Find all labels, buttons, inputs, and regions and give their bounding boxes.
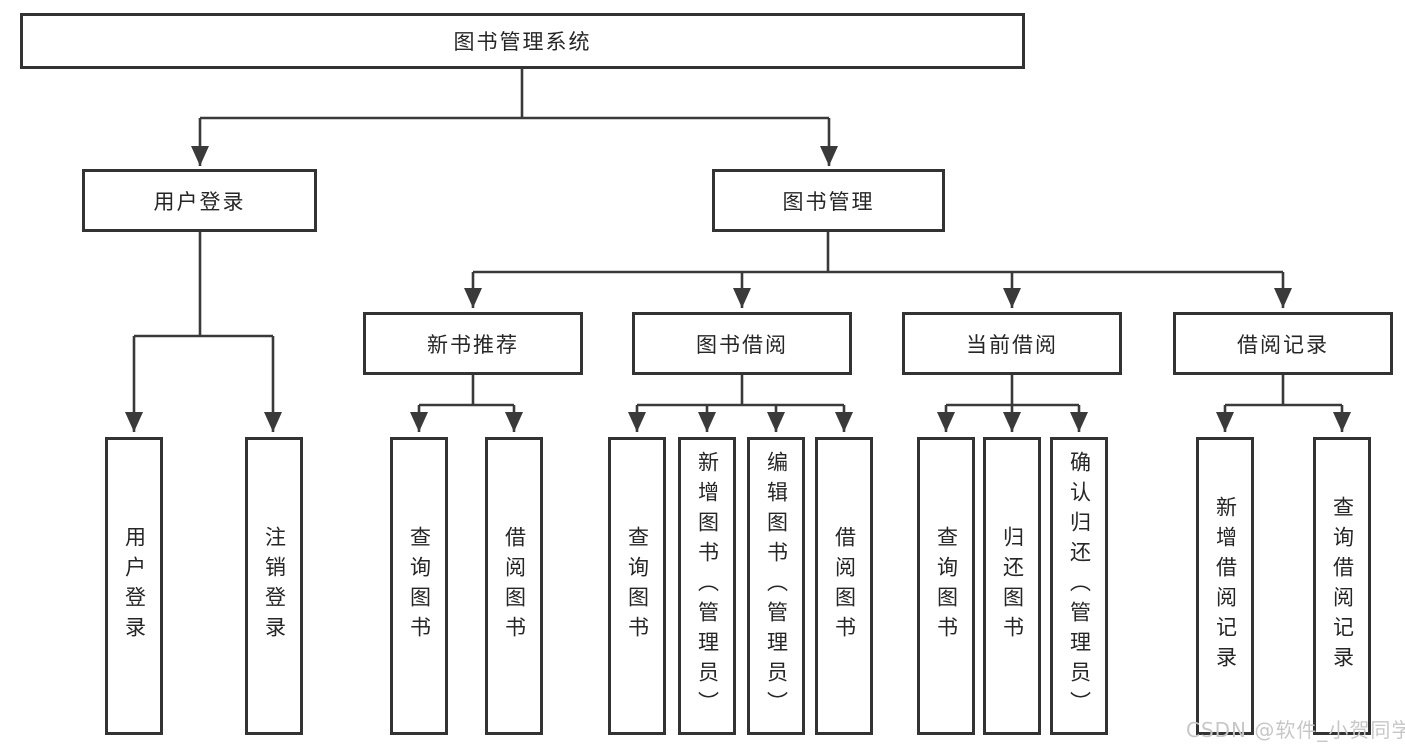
leaf-confirm-return-admin-label: 确认归还（管理员）	[1067, 451, 1092, 721]
leaf-logout-label: 注销登录	[262, 526, 287, 646]
leaf-query-books-recommend-label: 查询图书	[407, 526, 432, 646]
leaf-query-books-borrow-label: 查询图书	[625, 526, 650, 646]
node-root-label: 图书管理系统	[453, 30, 592, 54]
node-root-system: 图书管理系统	[20, 13, 1025, 69]
leaf-query-borrow-record-label: 查询借阅记录	[1330, 496, 1355, 676]
node-borrow-records: 借阅记录	[1173, 312, 1393, 375]
leaf-edit-book-admin: 编辑图书（管理员）	[747, 437, 805, 735]
leaf-query-books-recommend: 查询图书	[390, 437, 448, 735]
node-current-borrow: 当前借阅	[902, 312, 1122, 375]
leaf-borrow-books-label: 借阅图书	[832, 526, 857, 646]
csdn-watermark: CSDN @软件_小贺同学	[1186, 718, 1405, 742]
leaf-logout: 注销登录	[245, 437, 303, 735]
node-user-login: 用户登录	[82, 169, 317, 232]
leaf-borrow-books-recommend: 借阅图书	[485, 437, 543, 735]
node-new-book-recommend-label: 新书推荐	[427, 332, 519, 357]
leaf-user-login: 用户登录	[105, 437, 163, 735]
leaf-query-books-borrow: 查询图书	[608, 437, 666, 735]
leaf-edit-book-admin-label: 编辑图书（管理员）	[764, 451, 789, 721]
leaf-borrow-books: 借阅图书	[815, 437, 873, 735]
node-current-borrow-label: 当前借阅	[966, 332, 1058, 357]
leaf-confirm-return-admin: 确认归还（管理员）	[1050, 437, 1108, 735]
node-book-management-label: 图书管理	[782, 189, 875, 214]
node-book-borrow: 图书借阅	[632, 312, 852, 375]
leaf-add-borrow-record: 新增借阅记录	[1196, 437, 1254, 735]
node-user-login-label: 用户登录	[153, 189, 246, 214]
leaf-return-book-label: 归还图书	[1000, 526, 1025, 646]
leaf-query-books-current: 查询图书	[917, 437, 975, 735]
node-borrow-records-label: 借阅记录	[1237, 332, 1329, 357]
node-book-borrow-label: 图书借阅	[696, 332, 788, 357]
leaf-query-books-current-label: 查询图书	[934, 526, 959, 646]
leaf-return-book: 归还图书	[983, 437, 1041, 735]
node-new-book-recommend: 新书推荐	[363, 312, 583, 375]
leaf-query-borrow-record: 查询借阅记录	[1313, 437, 1371, 735]
node-book-management: 图书管理	[712, 169, 945, 232]
leaf-user-login-label: 用户登录	[122, 526, 147, 646]
leaf-add-book-admin: 新增图书（管理员）	[678, 437, 736, 735]
leaf-borrow-books-recommend-label: 借阅图书	[502, 526, 527, 646]
leaf-add-book-admin-label: 新增图书（管理员）	[695, 451, 720, 721]
leaf-add-borrow-record-label: 新增借阅记录	[1213, 496, 1238, 676]
